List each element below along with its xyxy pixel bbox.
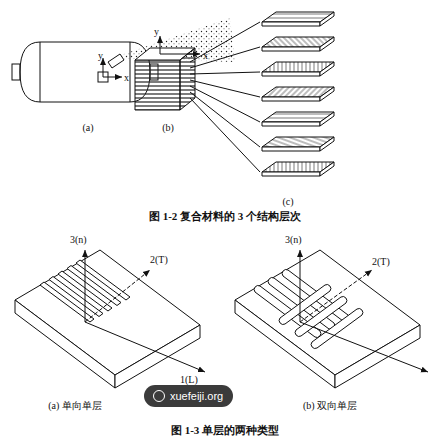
figure-caption: 图 1-3 单层的两种类型 (171, 424, 279, 436)
lamina-edge (262, 147, 320, 151)
lamina-edge (262, 172, 320, 176)
leader-line (190, 92, 260, 147)
leader-line (190, 98, 260, 172)
lamina-edge (262, 122, 320, 126)
axis-label: y (154, 26, 159, 37)
part-label: (a) (82, 122, 93, 133)
axis-label: x (203, 50, 208, 61)
leader-line (190, 86, 260, 122)
axis-label: 3(n) (70, 234, 87, 245)
axis-label: 3(n) (285, 234, 302, 245)
lamina-edge (262, 72, 320, 76)
sub-caption: (a) 单向单层 (48, 400, 102, 411)
axis-label: 2(T) (150, 254, 168, 265)
fiber (76, 260, 130, 300)
lamina-edge (262, 22, 320, 26)
leader-line (190, 72, 260, 74)
axis-label: 2(T) (372, 256, 390, 267)
leader-line (190, 80, 260, 97)
leader-line (190, 47, 260, 68)
figure-caption: 图 1-2 复合材料的 3 个结构层次 (149, 210, 301, 222)
lamina-edge (262, 47, 320, 51)
lamina-edge (320, 62, 334, 76)
axis-label: 1(L) (180, 374, 198, 385)
part-label: (c) (282, 196, 293, 207)
lamina-edge (320, 12, 334, 26)
sub-caption: (b) 双向单层 (303, 400, 357, 411)
lamina-edge (320, 137, 334, 151)
lamina-edge (262, 97, 320, 101)
axis-label: y (98, 50, 103, 61)
weft-fiber (311, 309, 363, 349)
axis-label: x (124, 72, 129, 83)
watermark: xuefeiji.org (144, 385, 233, 407)
leader-line (190, 22, 260, 62)
lamina-edge (320, 37, 334, 51)
lamina-edge (320, 112, 334, 126)
part-label: (b) (162, 122, 174, 133)
lamina-edge (320, 87, 334, 101)
watermark-icon (153, 390, 165, 402)
lamina-edge (320, 162, 334, 176)
